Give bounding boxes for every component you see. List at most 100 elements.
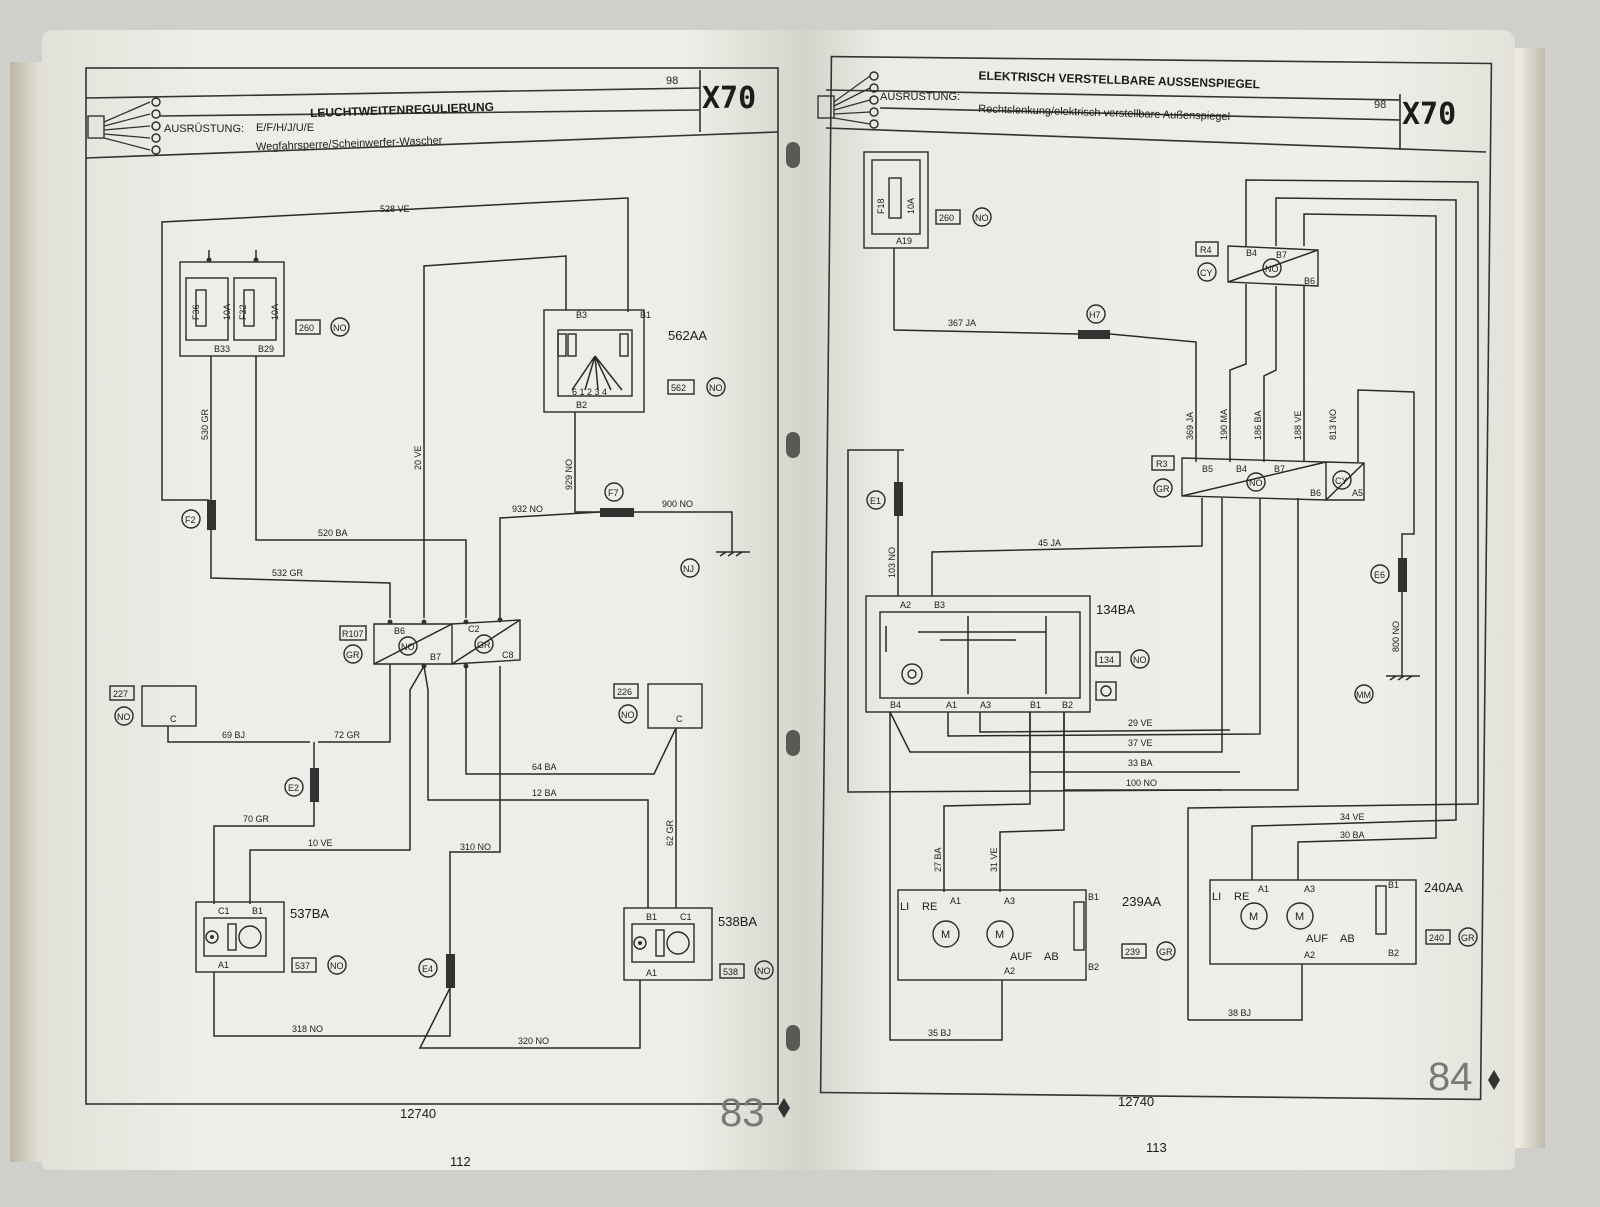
- wire-900-label: 900 NO: [662, 499, 693, 509]
- r107-pin-c2: C2: [468, 624, 480, 634]
- splice-e4: [446, 954, 455, 988]
- fuse-pin-b29: B29: [258, 344, 274, 354]
- splice-e6: [1398, 558, 1407, 592]
- fuse-f18-rating: 10A: [906, 198, 916, 214]
- splice-e1: [894, 482, 903, 516]
- r107-pin-gr: GR: [477, 640, 491, 650]
- motor-538-ref: 538: [723, 967, 738, 977]
- ground-symbol: [716, 551, 750, 557]
- connector-r4: [1227, 245, 1319, 287]
- heater-element-icon: [1073, 901, 1085, 951]
- wire-64-label: 64 BA: [532, 762, 557, 772]
- r3-pin-b7: B7: [1274, 464, 1285, 474]
- box-226: [647, 683, 703, 729]
- r107-pin-b7: B7: [430, 652, 441, 662]
- r3-pin-b5: B5: [1202, 464, 1213, 474]
- left-equipment-codes: E/F/H/J/U/E: [256, 122, 314, 134]
- mirror-240-pin-b1: B1: [1388, 880, 1399, 890]
- r3-pin-b4: B4: [1236, 464, 1247, 474]
- fuse-f36-label: F36: [191, 304, 201, 320]
- wire-20-label: 20 VE: [413, 445, 423, 470]
- switch-code: NO: [1133, 655, 1147, 665]
- fuse-box-code: NO: [333, 323, 347, 333]
- mirror-240-ab: AB: [1340, 933, 1355, 945]
- binding-hole: [786, 730, 800, 756]
- r4-label: R4: [1200, 245, 1212, 255]
- motor-538-code: NO: [757, 966, 771, 976]
- mirror-240-motor-1: M: [1249, 911, 1258, 923]
- wire-38-label: 38 BJ: [1228, 1008, 1251, 1018]
- fuse-f18-ref: 260: [939, 213, 954, 223]
- wire-69-label: 69 BJ: [222, 730, 245, 740]
- r4-pin-b6: B6: [1304, 276, 1315, 286]
- motor-538-label: 538BA: [718, 914, 757, 929]
- splice-f7: [600, 508, 634, 517]
- mirror-239-pin-b1: B1: [1088, 892, 1099, 902]
- r3-pin-cy: CY: [1335, 476, 1348, 486]
- r4-code: CY: [1200, 268, 1213, 278]
- r4-pin-no: NO: [1265, 264, 1279, 274]
- left-page-number: 83: [720, 1091, 765, 1135]
- heater-element-icon: [1375, 885, 1387, 935]
- mirror-239-auf: AUF: [1010, 951, 1032, 963]
- wire-528-label: 528 VE: [380, 204, 410, 214]
- mirror-239-ab: AB: [1044, 951, 1059, 963]
- mirror-240-pin-b2: B2: [1388, 948, 1399, 958]
- left-frame: [85, 67, 779, 1105]
- r107-label: R107: [342, 629, 364, 639]
- left-page-diagram: LEUCHTWEITENREGULIERUNG AUSRÜSTUNG: E/F/…: [85, 67, 790, 1169]
- wire-31-label: 31 VE: [989, 847, 999, 872]
- fuse-box: [179, 261, 285, 357]
- right-model: X70: [1402, 97, 1456, 132]
- box-227-code: NO: [117, 712, 131, 722]
- left-doc-number: 12740: [400, 1106, 436, 1121]
- splice-f2: [207, 500, 216, 530]
- fuse-box-ref: 260: [299, 323, 314, 333]
- fuse-f32-label: F32: [238, 304, 248, 320]
- right-title: ELEKTRISCH VERSTELLBARE AUSSENSPIEGEL: [978, 69, 1260, 92]
- right-print-page: 113: [1146, 1140, 1167, 1155]
- mirror-240-motor-2: M: [1295, 911, 1304, 923]
- right-equipment-label: AUSRÜSTUNG:: [880, 91, 960, 103]
- splice-h7-label: H7: [1089, 310, 1101, 320]
- relay-code: NO: [709, 383, 723, 393]
- fuse-pin-b33: B33: [214, 344, 230, 354]
- wire-29-label: 29 VE: [1128, 718, 1153, 728]
- wire-369-label: 369 JA: [1185, 412, 1195, 440]
- left-equipment-label: AUSRÜSTUNG:: [164, 123, 244, 135]
- wire-932-label: 932 NO: [512, 504, 543, 514]
- motor-538-pin-c1: C1: [680, 912, 692, 922]
- splice-h7: [1078, 330, 1110, 339]
- wire-103-label: 103 NO: [887, 547, 897, 578]
- r3-pin-a5: A5: [1352, 488, 1363, 498]
- right-doc-number: 12740: [1118, 1094, 1154, 1109]
- relay-pin-b2: B2: [576, 400, 587, 410]
- motor-538-pin-b1: B1: [646, 912, 657, 922]
- relay-pin-b3: B3: [576, 310, 587, 320]
- switch-134ba: [865, 595, 1091, 713]
- wire-100-label: 100 NO: [1126, 778, 1157, 788]
- motor-538ba: [623, 907, 713, 981]
- motor-537-code: NO: [330, 961, 344, 971]
- switch-pin-b3: B3: [934, 600, 945, 610]
- wire-10-label: 10 VE: [308, 838, 333, 848]
- splice-e6-label: E6: [1374, 570, 1385, 580]
- wire-70-label: 70 GR: [243, 814, 270, 824]
- switch-ref: 134: [1099, 655, 1114, 665]
- box-226-pin: C: [676, 714, 683, 724]
- switch-pin-b2: B2: [1062, 700, 1073, 710]
- motor-538-pin-a1: A1: [646, 968, 657, 978]
- wire-532-label: 532 GR: [272, 568, 304, 578]
- left-title: LEUCHTWEITENREGULIERUNG: [310, 100, 494, 120]
- binding-hole: [786, 432, 800, 458]
- mirror-239-motor-1: M: [941, 929, 950, 941]
- box-227-pin: C: [170, 714, 177, 724]
- relay-contacts: 6 1 2 3 4: [572, 387, 607, 397]
- relay-562aa-label: 562AA: [668, 328, 707, 343]
- switch-pin-a1: A1: [946, 700, 957, 710]
- relay-pin-b1: B1: [640, 310, 651, 320]
- r107-code: GR: [346, 650, 360, 660]
- left-print-page: 112: [450, 1154, 471, 1169]
- mirror-240aa: [1209, 879, 1417, 965]
- brand-logo-icon: [778, 1098, 790, 1118]
